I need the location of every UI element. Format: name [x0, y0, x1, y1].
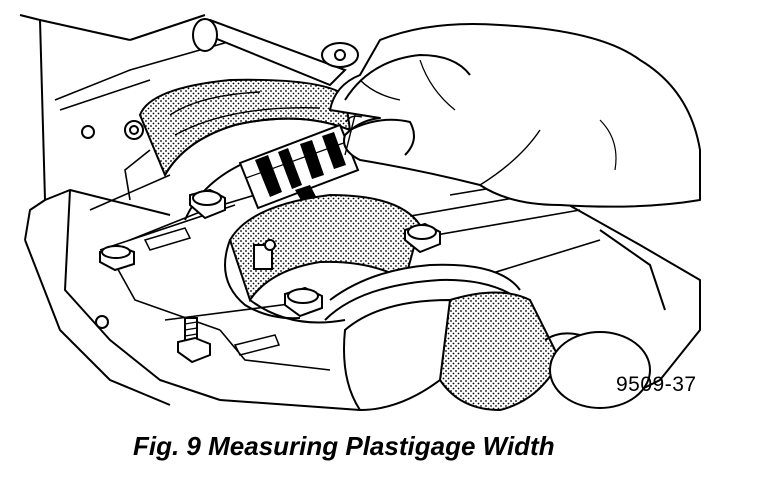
bolt-left-stud — [177, 317, 211, 364]
engine-bearing-illustration — [19, 14, 701, 412]
figure-caption: Fig. 9 Measuring Plastigage Width — [133, 431, 555, 461]
front-journal — [343, 291, 651, 412]
crank-lever — [192, 18, 359, 87]
bolt-mid — [284, 286, 323, 318]
figure-number: 9509-37 — [616, 373, 697, 396]
cap-bolts — [81, 125, 441, 364]
oil-slots — [143, 227, 281, 356]
technician-hand — [329, 23, 701, 208]
bolt-lower-right — [404, 222, 441, 254]
bolt-upper-left — [189, 188, 226, 220]
plastigage-scale-card — [238, 123, 360, 210]
bolt-far-left — [99, 244, 135, 272]
crankshaft-journal — [224, 193, 541, 324]
